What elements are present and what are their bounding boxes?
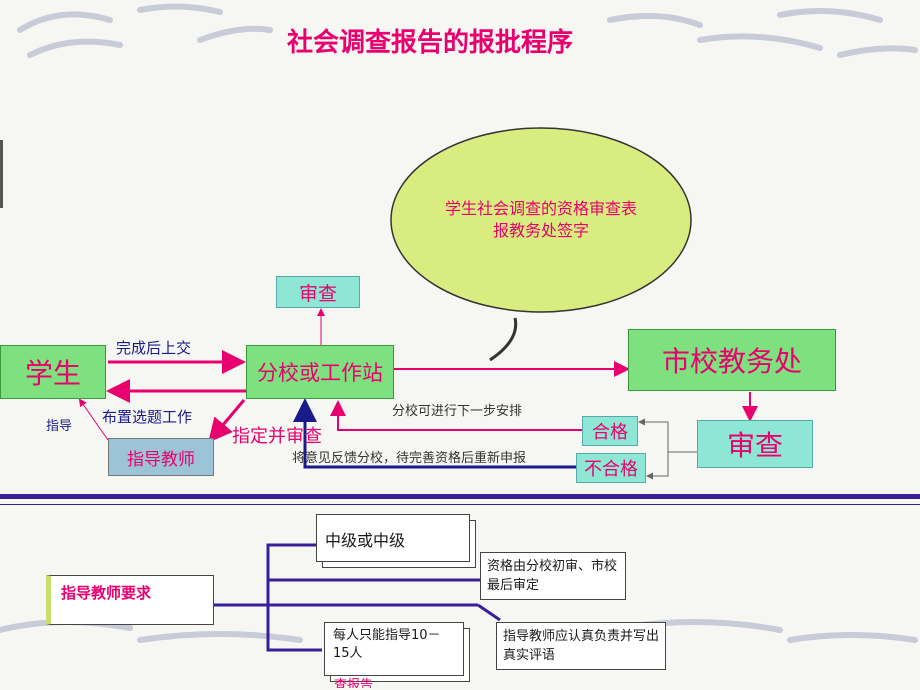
- section-divider: [0, 494, 920, 499]
- label-submit: 完成后上交: [116, 339, 192, 357]
- req-fragment: 查报告: [334, 678, 374, 688]
- arrow-fail-back: [293, 398, 576, 469]
- left-edge-bar: [0, 140, 3, 208]
- node-review-right: 审查: [697, 420, 813, 468]
- node-student: 学生: [0, 345, 106, 399]
- callout-text: 学生社会调查的资格审查表 报教务处签字: [395, 198, 687, 242]
- arrow-guide: [78, 398, 109, 441]
- callout-tail: [489, 317, 518, 362]
- tree-branch-3: [266, 605, 322, 652]
- node-pass: 合格: [582, 416, 638, 446]
- label-assign: 布置选题工作: [102, 408, 193, 426]
- tree-branch-1: [266, 543, 318, 605]
- label-guide: 指导: [46, 419, 73, 434]
- node-review-top: 审查: [276, 276, 360, 308]
- section-divider-thin: [0, 504, 920, 505]
- req-card-4: 指导教师应认真负责并写出真实评语: [496, 622, 666, 670]
- arrow-pass-back: [330, 400, 582, 431]
- node-fail: 不合格: [576, 453, 646, 483]
- callout-line-1: 学生社会调查的资格审查表: [444, 199, 637, 218]
- callout-line-2: 报教务处签字: [492, 221, 589, 240]
- requirements-root: 指导教师要求: [46, 575, 214, 625]
- label-next-step: 分校可进行下一步安排: [392, 404, 523, 419]
- arrow-to-advisor: [208, 399, 246, 443]
- tree-branch-4: [477, 603, 501, 622]
- req-card-1: 中级或中级: [316, 514, 470, 562]
- label-designate: 指定并审查: [232, 426, 322, 447]
- node-advisor: 指导教师: [108, 438, 214, 476]
- arrow-to-fail: [646, 452, 669, 480]
- req-card-3: 每人只能指导10－15人: [324, 622, 464, 676]
- arrow-to-pass: [638, 418, 697, 453]
- req-card-2: 资格由分校初审、市校最后审定: [480, 552, 626, 600]
- node-city-office: 市校教务处: [628, 329, 836, 391]
- node-station: 分校或工作站: [246, 345, 394, 399]
- callout-ellipse: [390, 127, 692, 313]
- label-feedback: 将意见反馈分校，待完善资格后重新申报: [292, 451, 527, 466]
- page-title: 社会调查报告的报批程序: [286, 28, 573, 58]
